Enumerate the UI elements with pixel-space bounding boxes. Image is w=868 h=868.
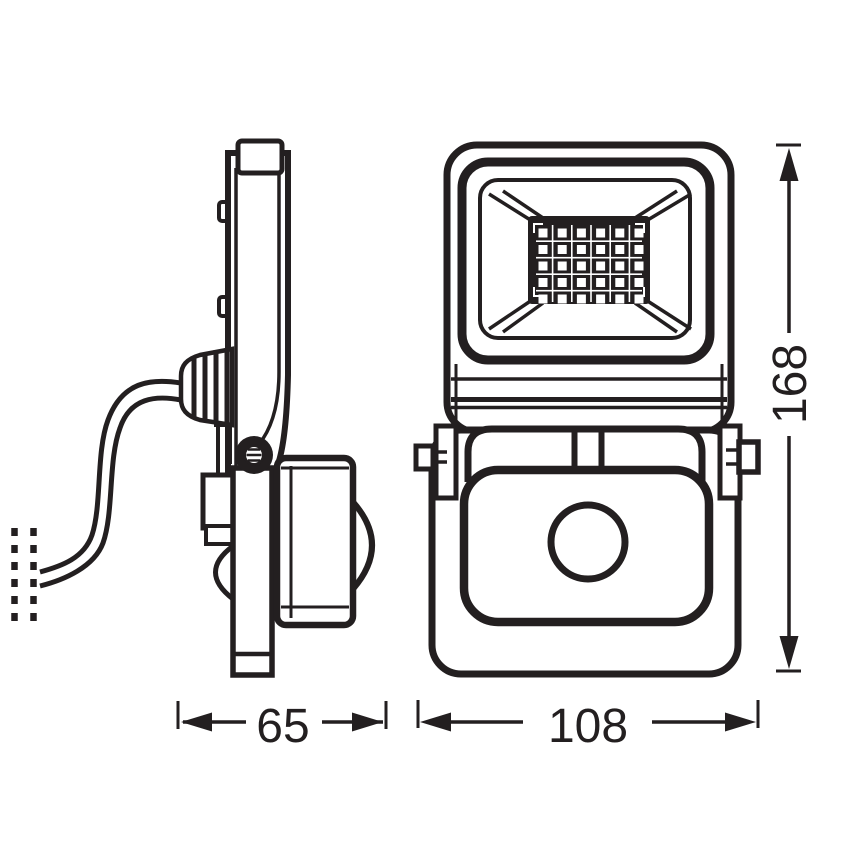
body-top-cap bbox=[235, 138, 285, 176]
dimension-width: 108 bbox=[416, 700, 760, 753]
dimension-height: 168 bbox=[764, 143, 817, 673]
led-chip bbox=[596, 245, 606, 254]
led-chip bbox=[557, 294, 567, 304]
led-chip bbox=[634, 245, 644, 254]
led-chip bbox=[538, 228, 548, 238]
screw-tab-left bbox=[413, 443, 447, 472]
led-grid bbox=[536, 225, 644, 304]
dimension-label-height: 168 bbox=[764, 344, 817, 424]
led-panel bbox=[528, 216, 650, 304]
led-chip bbox=[615, 294, 625, 304]
dimension-depth: 65 bbox=[176, 700, 388, 753]
led-chip bbox=[596, 228, 606, 238]
pir-sensor-side bbox=[273, 454, 375, 629]
dimension-label-depth: 65 bbox=[256, 700, 309, 753]
front-view bbox=[413, 141, 761, 678]
arrow-right-icon bbox=[352, 712, 383, 732]
led-chip bbox=[557, 228, 567, 238]
side-view bbox=[11, 138, 375, 678]
led-chip bbox=[557, 261, 567, 271]
housing-stripes bbox=[451, 377, 727, 410]
led-chip bbox=[596, 278, 606, 287]
led-chip bbox=[634, 228, 644, 238]
dimension-label-width: 108 bbox=[548, 700, 628, 753]
led-chip bbox=[576, 294, 586, 304]
pir-dome-side bbox=[350, 500, 375, 591]
cable-gland bbox=[178, 346, 235, 476]
mounting-bracket-arm-side bbox=[230, 465, 275, 678]
led-panel-corner-marks bbox=[533, 223, 645, 297]
led-chip bbox=[557, 245, 567, 254]
led-chip bbox=[634, 278, 644, 287]
power-cable bbox=[39, 378, 182, 589]
led-chip bbox=[538, 278, 548, 287]
led-chip bbox=[596, 261, 606, 271]
arrow-left-icon bbox=[420, 712, 451, 732]
led-chip bbox=[538, 261, 548, 271]
floodlight-body-side bbox=[225, 138, 291, 474]
pir-dome-front bbox=[547, 501, 629, 583]
led-chip bbox=[615, 261, 625, 271]
pivot-screw-icon bbox=[235, 436, 273, 474]
led-chip bbox=[634, 294, 644, 304]
sensor-rear-plate-side bbox=[200, 472, 236, 601]
led-chip bbox=[615, 245, 625, 254]
arrow-right-icon bbox=[725, 712, 756, 732]
led-chip bbox=[576, 261, 586, 271]
reflector-lines bbox=[488, 189, 692, 334]
led-chip bbox=[615, 228, 625, 238]
screw-tab-right bbox=[726, 439, 761, 475]
sensor-rear-dome bbox=[213, 543, 235, 601]
led-chip bbox=[576, 278, 586, 287]
led-chip bbox=[634, 261, 644, 271]
arrow-down-icon bbox=[779, 636, 799, 669]
dimensions: 65 108 168 bbox=[176, 143, 817, 753]
led-chip bbox=[538, 245, 548, 254]
led-chip bbox=[576, 245, 586, 254]
wall-hatch-lines bbox=[11, 528, 37, 624]
led-chip bbox=[596, 294, 606, 304]
arrow-up-icon bbox=[779, 148, 799, 181]
led-chip bbox=[557, 278, 567, 287]
pir-sensor-front bbox=[459, 465, 714, 627]
led-chip bbox=[538, 294, 548, 304]
led-chip bbox=[576, 228, 586, 238]
arrow-left-icon bbox=[181, 712, 212, 732]
led-chip bbox=[615, 278, 625, 287]
